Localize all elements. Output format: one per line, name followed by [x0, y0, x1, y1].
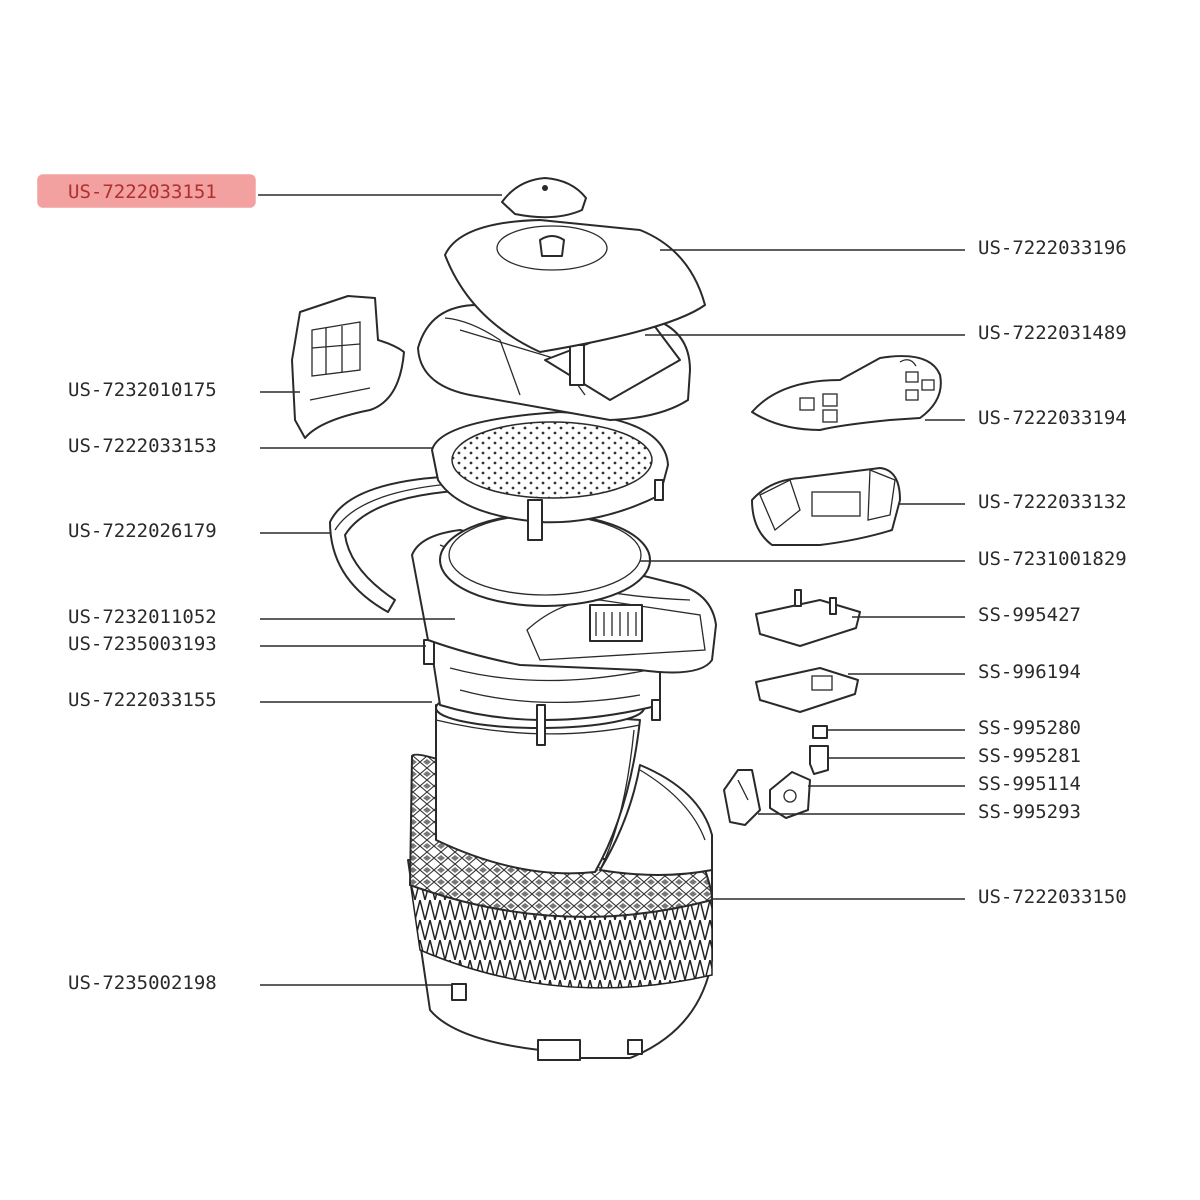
callout-label-c12[interactable]: US-7235003193 [68, 633, 217, 655]
callout-label-c20[interactable]: US-7235002198 [68, 972, 217, 994]
callout-label-c19[interactable]: US-7222033150 [978, 886, 1127, 908]
callout-label-c16[interactable]: SS-995281 [978, 745, 1081, 767]
callout-label-c10[interactable]: US-7232011052 [68, 606, 217, 628]
part-top-cover [444, 219, 706, 353]
part-middle-ring [423, 639, 661, 746]
callout-label-c06[interactable]: US-7222033153 [68, 435, 217, 457]
callout-label-c05[interactable]: US-7222033194 [978, 407, 1127, 429]
callout-label-c14[interactable]: US-7222033155 [68, 689, 217, 711]
part-switch-block [769, 771, 811, 819]
part-pcb-lower [755, 667, 859, 713]
callout-label-c18[interactable]: SS-995293 [978, 801, 1081, 823]
callout-label-c13[interactable]: SS-996194 [978, 661, 1081, 683]
callout-label-c07[interactable]: US-7222033132 [978, 491, 1127, 513]
callout-label-c03[interactable]: US-7222031489 [978, 322, 1127, 344]
part-handle [329, 475, 471, 613]
callout-label-c11[interactable]: SS-995427 [978, 604, 1081, 626]
callout-label-c08[interactable]: US-7222026179 [68, 520, 217, 542]
part-connector-a [812, 725, 828, 739]
callout-label-c09[interactable]: US-7231001829 [978, 548, 1127, 570]
part-control-panel-cover [751, 355, 942, 431]
part-hinge-bracket [291, 295, 405, 439]
part-pcb-upper [755, 589, 861, 647]
part-display-board [751, 467, 901, 546]
part-inner-lid [431, 411, 669, 541]
part-top-knob [501, 177, 587, 219]
part-inner-bowl [439, 513, 651, 607]
callout-label-c01[interactable]: US-7222033151 [68, 181, 217, 203]
part-switch-bracket [723, 769, 761, 826]
callout-highlight-box [37, 174, 256, 208]
callout-label-c15[interactable]: SS-995280 [978, 717, 1081, 739]
callout-label-c04[interactable]: US-7232010175 [68, 379, 217, 401]
callout-layer: US-7222033151 US-7222033196 US-722203148… [37, 174, 1127, 994]
callout-label-c02[interactable]: US-7222033196 [978, 237, 1127, 259]
callout-label-c17[interactable]: SS-995114 [978, 773, 1081, 795]
part-connector-b [809, 745, 829, 775]
